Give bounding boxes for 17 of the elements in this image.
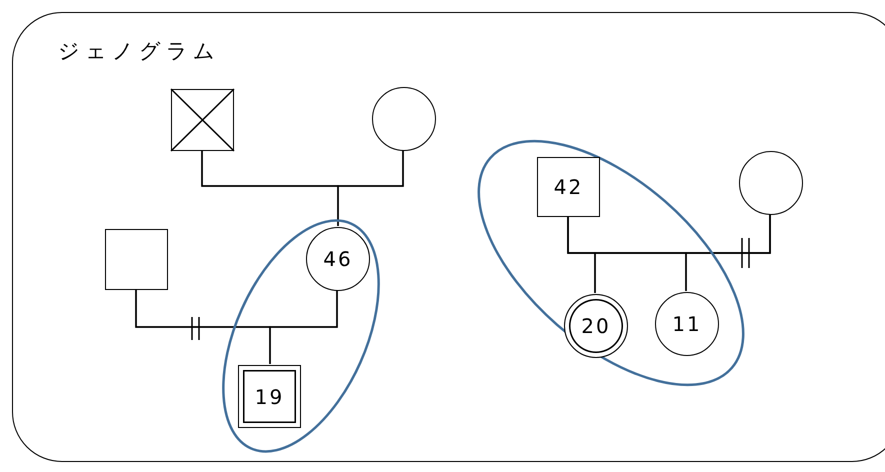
panel-heading: ジェノグラム bbox=[58, 38, 220, 65]
connector-line bbox=[685, 214, 771, 291]
square bbox=[537, 157, 600, 217]
circle bbox=[306, 227, 370, 291]
square bbox=[105, 229, 168, 290]
connector-line bbox=[269, 290, 338, 364]
age-label: 46 bbox=[322, 247, 354, 271]
age-label: 11 bbox=[671, 312, 703, 336]
age-label: 42 bbox=[552, 175, 584, 199]
double-square bbox=[238, 365, 301, 428]
age-label: 19 bbox=[254, 384, 286, 408]
crossed-square bbox=[171, 89, 234, 151]
ellipse bbox=[223, 221, 379, 451]
connector-line bbox=[337, 150, 404, 226]
panel bbox=[12, 12, 885, 462]
ellipse bbox=[479, 141, 743, 385]
age-label: 20 bbox=[580, 314, 612, 338]
